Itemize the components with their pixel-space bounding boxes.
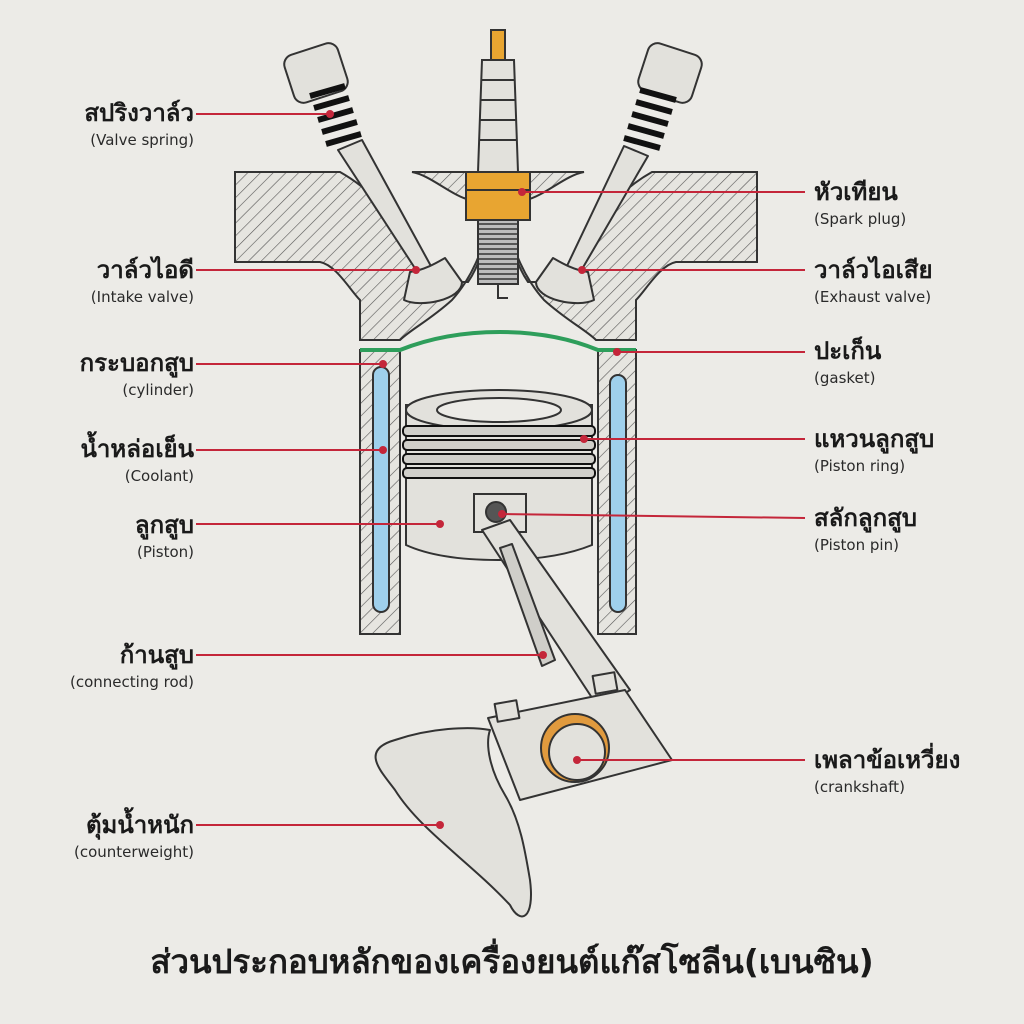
leader-dot-cylinder	[379, 360, 387, 368]
leader-dot-gasket	[613, 348, 621, 356]
crankshaft-journal	[549, 724, 605, 780]
label-exhaust-valve-th: วาล์วไอเสีย	[814, 258, 933, 282]
leader-dot-connecting-rod	[539, 651, 547, 659]
label-cylinder: กระบอกสูบ (cylinder)	[80, 351, 194, 398]
label-valve-spring-en: (Valve spring)	[84, 133, 194, 148]
crank-assembly	[376, 672, 672, 916]
label-spark-plug: หัวเทียน (Spark plug)	[814, 180, 906, 227]
leader-dot-piston-pin	[498, 510, 506, 518]
cylinder-head-right	[506, 172, 757, 340]
label-piston-pin: สลักลูกสูบ (Piston pin)	[814, 506, 917, 553]
spark-plug-terminal	[491, 30, 505, 60]
spark-plug-nut	[466, 172, 530, 220]
coolant-channel-left	[373, 367, 389, 612]
label-intake-valve-en: (Intake valve)	[91, 290, 194, 305]
spark-plug-thread	[478, 220, 518, 284]
label-gasket-en: (gasket)	[814, 371, 881, 386]
cylinder-head-left	[235, 172, 490, 340]
label-piston: ลูกสูบ (Piston)	[135, 513, 194, 560]
label-intake-valve-th: วาล์วไอดี	[91, 258, 194, 282]
leader-dot-exhaust-valve	[578, 266, 586, 274]
label-piston-ring: แหวนลูกสูบ (Piston ring)	[814, 427, 934, 474]
label-cylinder-en: (cylinder)	[80, 383, 194, 398]
label-connecting-rod: ก้านสูบ (connecting rod)	[70, 643, 194, 690]
leader-dot-coolant	[379, 446, 387, 454]
label-exhaust-valve: วาล์วไอเสีย (Exhaust valve)	[814, 258, 933, 305]
spark-plug	[466, 30, 530, 298]
label-crankshaft-th: เพลาข้อเหวี่ยง	[814, 748, 960, 772]
label-spark-plug-th: หัวเทียน	[814, 180, 906, 204]
label-valve-spring: สปริงวาล์ว (Valve spring)	[84, 101, 194, 148]
leader-dot-valve-spring	[326, 110, 334, 118]
leader-dot-crankshaft	[573, 756, 581, 764]
bolt-left	[495, 700, 520, 722]
coolant-channel-right	[610, 375, 626, 612]
label-crankshaft-en: (crankshaft)	[814, 780, 960, 795]
label-connecting-rod-th: ก้านสูบ	[70, 643, 194, 667]
label-counterweight-th: ตุ้มน้ำหนัก	[74, 813, 194, 837]
label-exhaust-valve-en: (Exhaust valve)	[814, 290, 933, 305]
label-piston-ring-th: แหวนลูกสูบ	[814, 427, 934, 451]
bolt-right	[593, 672, 618, 694]
label-spark-plug-en: (Spark plug)	[814, 212, 906, 227]
leader-dot-counterweight	[436, 821, 444, 829]
leader-dot-piston	[436, 520, 444, 528]
label-intake-valve: วาล์วไอดี (Intake valve)	[91, 258, 194, 305]
label-piston-pin-en: (Piston pin)	[814, 538, 917, 553]
label-coolant: น้ำหล่อเย็น (Coolant)	[81, 437, 195, 484]
label-connecting-rod-en: (connecting rod)	[70, 675, 194, 690]
label-counterweight: ตุ้มน้ำหนัก (counterweight)	[74, 813, 194, 860]
leader-dot-piston-ring	[580, 435, 588, 443]
label-counterweight-en: (counterweight)	[74, 845, 194, 860]
spark-plug-electrode	[498, 284, 508, 298]
page-title: ส่วนประกอบหลักของเครื่องยนต์แก๊สโซลีน(เบ…	[0, 935, 1024, 988]
label-piston-ring-en: (Piston ring)	[814, 459, 934, 474]
label-valve-spring-th: สปริงวาล์ว	[84, 101, 194, 125]
label-piston-en: (Piston)	[135, 545, 194, 560]
label-gasket: ปะเก็น (gasket)	[814, 339, 881, 386]
label-piston-th: ลูกสูบ	[135, 513, 194, 537]
leader-dot-intake-valve	[412, 266, 420, 274]
label-crankshaft: เพลาข้อเหวี่ยง (crankshaft)	[814, 748, 960, 795]
label-cylinder-th: กระบอกสูบ	[80, 351, 194, 375]
label-piston-pin-th: สลักลูกสูบ	[814, 506, 917, 530]
leader-dot-spark-plug	[518, 188, 526, 196]
spark-plug-insulator	[478, 60, 518, 172]
exhaust-valve-spring-coils	[624, 90, 676, 148]
label-coolant-th: น้ำหล่อเย็น	[81, 437, 195, 461]
label-gasket-th: ปะเก็น	[814, 339, 881, 363]
label-coolant-en: (Coolant)	[81, 469, 195, 484]
